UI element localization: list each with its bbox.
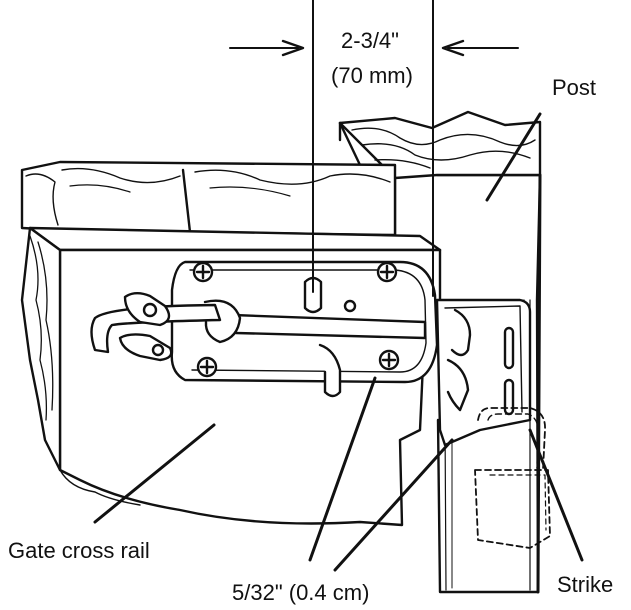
screw-bottom-left	[196, 356, 218, 378]
leader-strike	[528, 428, 584, 562]
post-label: Post	[552, 75, 596, 100]
leader-post	[485, 112, 542, 202]
strike-label: Strike	[557, 572, 613, 597]
leader-gap-right	[333, 438, 454, 572]
leader-gate-cross-rail	[93, 423, 216, 524]
dimension-metric-label: (70 mm)	[331, 63, 413, 88]
dimension-fraction-label: 2-3/4"	[341, 28, 399, 53]
screw-top-right	[376, 261, 398, 283]
leader-lines	[93, 112, 584, 572]
latch-bar	[90, 292, 427, 398]
gap-label: 5/32" (0.4 cm)	[232, 580, 369, 605]
leader-gap-left	[308, 376, 377, 562]
gate-cross-rail-label: Gate cross rail	[8, 538, 150, 563]
screw-bottom-right	[378, 349, 400, 371]
strike	[435, 298, 551, 549]
dimension-markings	[229, 0, 519, 297]
screw-top-left	[192, 261, 214, 283]
